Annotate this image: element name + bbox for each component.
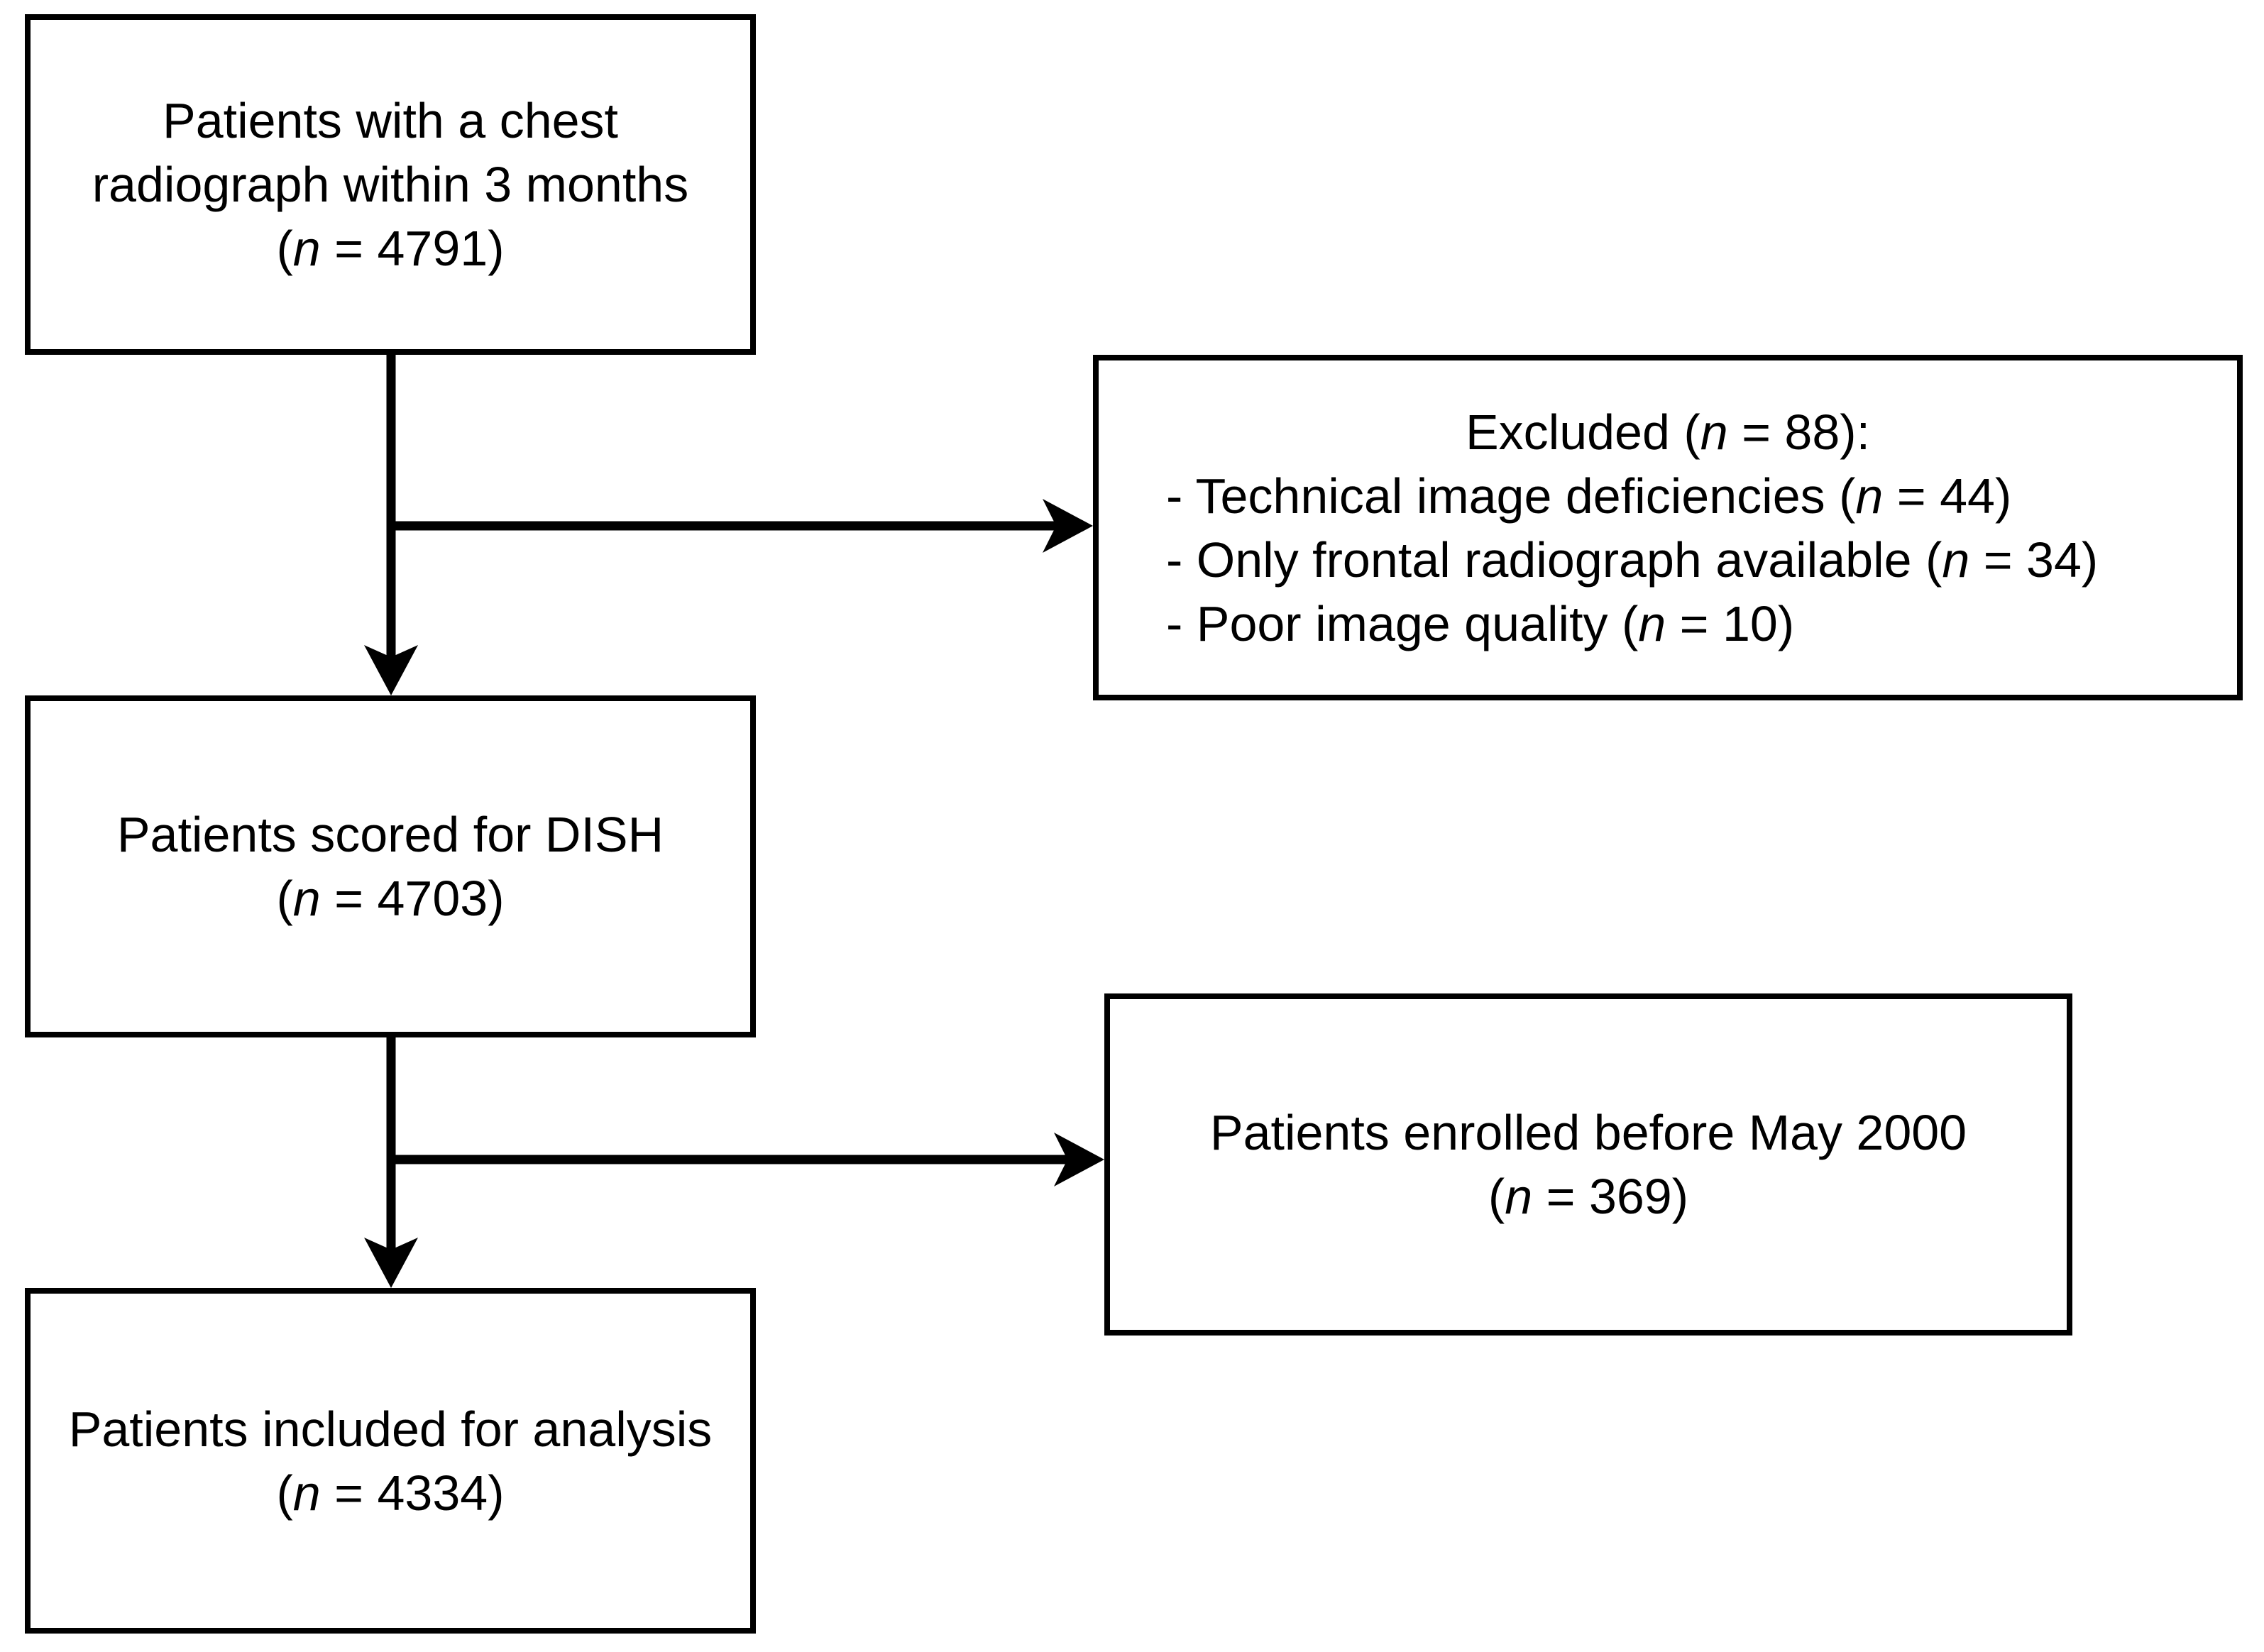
node-scored-for-dish: Patients scored for DISH (n = 4703) <box>25 695 756 1037</box>
count-n-italic: n <box>1505 1169 1533 1224</box>
count-prefix: ( <box>276 1465 293 1521</box>
count-prefix: Excluded ( <box>1465 404 1700 460</box>
count-suffix: = 34) <box>1969 532 2099 588</box>
count-prefix: ( <box>276 871 293 926</box>
excluded-item: - Only frontal radiograph available (n =… <box>1166 528 2237 592</box>
count-suffix: = 369) <box>1532 1169 1689 1224</box>
arrowhead-right-enrolled <box>1054 1133 1104 1186</box>
count-n-italic: n <box>1942 532 1970 588</box>
count-n-italic: n <box>1700 404 1728 460</box>
excluded-item-list: - Technical image deficiencies (n = 44) … <box>1099 464 2237 656</box>
count-suffix: = 44) <box>1883 468 2012 524</box>
count-suffix: = 10) <box>1666 595 1795 651</box>
node-count-line: (n = 4703) <box>276 866 504 930</box>
node-text-line: Patients scored for DISH <box>116 807 664 862</box>
node-enrolled-before-may-2000: Patients enrolled before May 2000 (n = 3… <box>1104 993 2072 1336</box>
node-excluded: Excluded (n = 88): - Technical image def… <box>1093 355 2243 700</box>
node-included-for-analysis: Patients included for analysis (n = 4334… <box>25 1288 756 1634</box>
count-n-italic: n <box>292 221 321 276</box>
node-text-line: Patients included for analysis <box>68 1401 713 1457</box>
count-suffix: = 4791) <box>320 221 505 276</box>
arrowhead-right-excluded <box>1043 499 1093 553</box>
count-prefix: ( <box>276 221 293 276</box>
excluded-title: Excluded (n = 88): <box>1099 400 2237 464</box>
node-text-line: Patients enrolled before May 2000 <box>1209 1105 1967 1160</box>
count-suffix: = 4703) <box>320 871 505 926</box>
count-prefix: - Technical image deficiencies ( <box>1166 468 1856 524</box>
count-prefix: ( <box>1488 1169 1505 1224</box>
count-n-italic: n <box>1855 468 1884 524</box>
count-n-italic: n <box>292 1465 321 1521</box>
node-count-line: (n = 4791) <box>276 216 504 280</box>
node-count-line: (n = 369) <box>1488 1164 1688 1228</box>
count-n-italic: n <box>1638 595 1666 651</box>
count-suffix: = 88): <box>1727 404 1871 460</box>
count-prefix: - Poor image quality ( <box>1166 595 1639 651</box>
count-n-italic: n <box>292 871 321 926</box>
node-count-line: (n = 4334) <box>276 1461 504 1525</box>
arrowhead-down-box4 <box>364 1238 418 1288</box>
excluded-item: - Poor image quality (n = 10) <box>1166 592 2237 656</box>
count-prefix: - Only frontal radiograph available ( <box>1166 532 1942 588</box>
arrowhead-down-box2 <box>364 645 418 695</box>
node-text-line: radiograph within 3 months <box>92 157 689 212</box>
node-chest-radiograph: Patients with a chest radiograph within … <box>25 14 756 355</box>
excluded-item: - Technical image deficiencies (n = 44) <box>1166 464 2237 528</box>
count-suffix: = 4334) <box>320 1465 505 1521</box>
node-text-line: Patients with a chest <box>163 93 618 148</box>
